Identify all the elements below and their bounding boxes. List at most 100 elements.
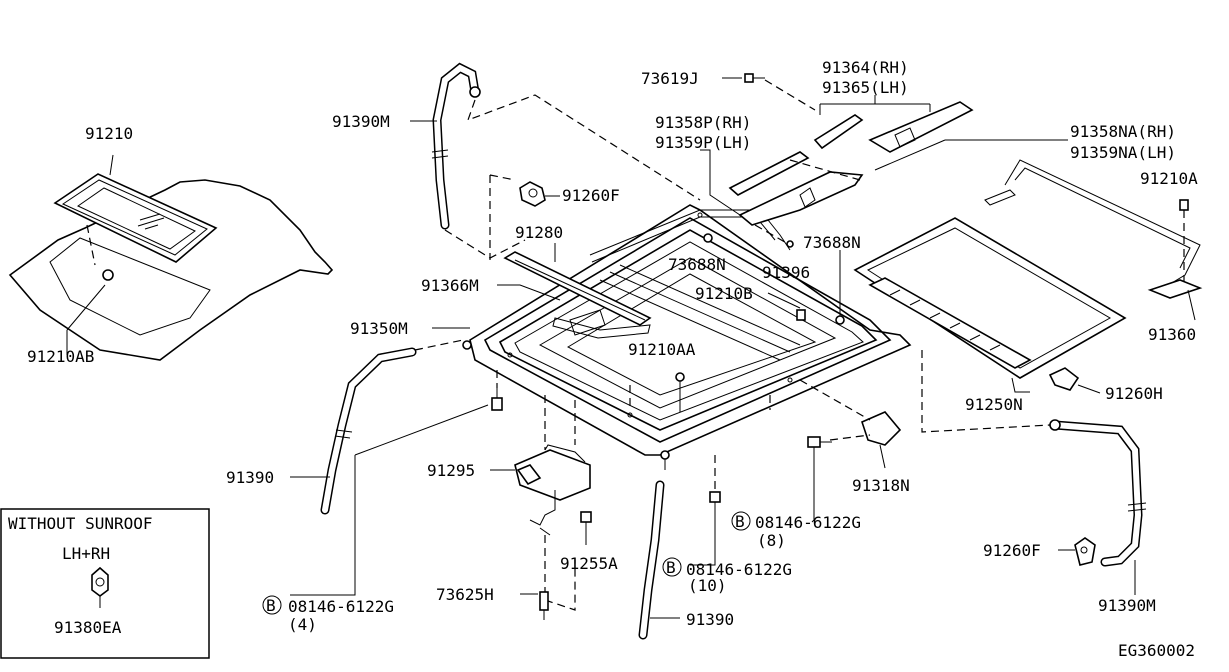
- label-bolt-10: 08146-6122G: [686, 560, 792, 579]
- label-73625H: 73625H: [436, 585, 494, 604]
- label-bolt-8: 08146-6122G: [755, 513, 861, 532]
- dash-motor: [544, 385, 631, 611]
- bolt-symbol-10: B: [666, 558, 676, 577]
- label-91210A: 91210A: [1140, 169, 1198, 188]
- clip-91210B: [796, 309, 806, 321]
- label-91350M: 91350M: [350, 319, 408, 338]
- screw-91210AB: [102, 269, 114, 281]
- leader-91210-dash: [86, 224, 96, 266]
- label-91396: 91396: [762, 263, 810, 282]
- label-91358P: 91358P(RH): [655, 113, 751, 132]
- leader-91358P: [700, 149, 741, 216]
- leader-bolt-4: [290, 404, 489, 596]
- diagram-code: EG360002: [1118, 641, 1195, 660]
- label-91260F-top: 91260F: [562, 186, 620, 205]
- motor-91295: [514, 444, 591, 536]
- drain-hose-91390-left: [320, 347, 417, 515]
- roof-panel-illustration: [8, 179, 334, 361]
- leader-91318N: [879, 444, 886, 469]
- leader-bolt-8: [811, 447, 815, 523]
- label-91390M-top: 91390M: [332, 112, 390, 131]
- dash-91260F: [489, 174, 516, 260]
- label-bolt-10-qty: (10): [688, 576, 727, 595]
- label-91295: 91295: [427, 461, 475, 480]
- leader-91260H: [1077, 384, 1101, 394]
- label-bolt-8-qty: (8): [757, 531, 786, 550]
- screw-73619J: [744, 73, 765, 83]
- inset-without-sunroof: WITHOUT SUNROOF LH+RH 91380EA: [0, 508, 210, 659]
- leader-91250N: [1011, 377, 1030, 393]
- inset-title: WITHOUT SUNROOF: [8, 514, 153, 533]
- label-91366M: 91366M: [421, 276, 479, 295]
- bolt-symbol-4: B: [266, 596, 276, 615]
- leader-91210AB: [66, 284, 106, 355]
- sunshade-91250N: [853, 217, 1127, 379]
- leader-bolt-10: [690, 520, 716, 566]
- bracket-91360: [1147, 279, 1203, 321]
- label-91365: 91365(LH): [822, 78, 909, 97]
- label-73688N-b: 73688N: [803, 233, 861, 252]
- screw-91255A: [580, 511, 592, 545]
- label-91210AB: 91210AB: [27, 347, 94, 366]
- inset-part: 91380EA: [54, 618, 122, 637]
- label-91280: 91280: [515, 223, 563, 242]
- bolt-callout-10: B 08146-6122G (10): [662, 557, 792, 595]
- dash-brackets: [754, 159, 861, 246]
- clip-73688N-a: [703, 233, 713, 243]
- dash-91390M-right: [921, 350, 1051, 433]
- leader-91210: [109, 154, 114, 176]
- label-91210AA: 91210AA: [628, 340, 696, 359]
- clip-91396: [786, 240, 794, 248]
- label-91359P: 91359P(LH): [655, 133, 751, 152]
- glass-lid-91210: [53, 173, 218, 263]
- bolt-10: [709, 491, 721, 520]
- bolt-8: [807, 436, 832, 448]
- dash-91390-left: [414, 339, 464, 351]
- label-bolt-4-qty: (4): [288, 615, 317, 634]
- label-91260H: 91260H: [1105, 384, 1163, 403]
- inset-subtitle: LH+RH: [62, 544, 110, 563]
- bracket-91358P: [728, 151, 864, 226]
- glass-panel-top-right: [984, 159, 1201, 291]
- label-91260F-right: 91260F: [983, 541, 1041, 560]
- label-91210B: 91210B: [695, 284, 753, 303]
- pin-73625H: [539, 591, 549, 620]
- clip-73688N-b: [835, 315, 845, 325]
- label-91390-bottom: 91390: [686, 610, 734, 629]
- bolt-callout-4: B 08146-6122G (4): [262, 595, 394, 634]
- label-91390-left: 91390: [226, 468, 274, 487]
- leader-91358NA: [874, 139, 1068, 171]
- dash-73619J: [764, 79, 816, 111]
- clip-91260F-top: [519, 181, 546, 207]
- label-91210: 91210: [85, 124, 133, 143]
- drain-hose-91390M-right: [1049, 419, 1147, 567]
- drain-hose-91390M-top: [431, 62, 481, 230]
- label-91360: 91360: [1148, 325, 1196, 344]
- label-91255A: 91255A: [560, 554, 618, 573]
- screw-91210A: [1179, 199, 1189, 285]
- label-91364: 91364(RH): [822, 58, 909, 77]
- bracket-91364-91365: [813, 101, 974, 153]
- leader-91210B: [767, 292, 801, 309]
- label-91359NA: 91359NA(LH): [1070, 143, 1176, 162]
- drain-hose-91390-bottom: [638, 480, 665, 640]
- label-73688N-a: 73688N: [668, 255, 726, 274]
- leader-91364: [819, 95, 931, 115]
- clip-91260F-right: [1074, 537, 1096, 566]
- dash-91318N: [799, 379, 871, 441]
- dash-hose-to-frame: [467, 94, 701, 201]
- label-73619J: 73619J: [641, 69, 699, 88]
- dash-bolt-10: [714, 395, 771, 490]
- bracket-91318N: [861, 411, 902, 446]
- label-91318N: 91318N: [852, 476, 910, 495]
- sunroof-frame-91350M: [462, 204, 912, 470]
- bolt-callout-8: B 08146-6122G (8): [731, 511, 861, 550]
- bolt-4: [491, 388, 503, 411]
- label-bolt-4: 08146-6122G: [288, 597, 394, 616]
- label-91390M-right: 91390M: [1098, 596, 1156, 615]
- leader-91366M: [497, 284, 561, 301]
- screw-91210AA: [675, 372, 685, 412]
- clip-91380EA: [91, 566, 109, 597]
- clip-91260H: [1048, 367, 1080, 391]
